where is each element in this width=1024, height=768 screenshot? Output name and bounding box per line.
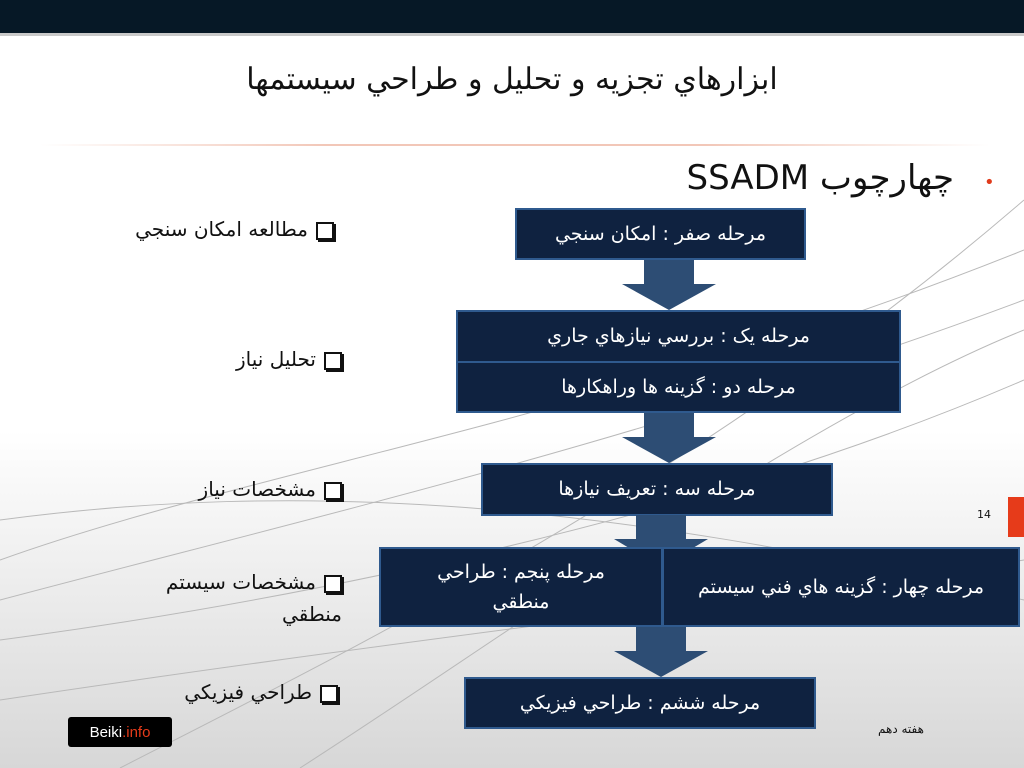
checkbox-icon (316, 221, 334, 240)
checklist-item: مشخصات نياز (82, 473, 342, 505)
site-logo: Beiki.info (68, 717, 172, 747)
stage-2-label: مرحله دو : گزينه ها وراهكارها (561, 375, 796, 398)
arrow-down-icon (614, 515, 708, 567)
stage-0-box: مرحله صفر : امكان سنجي (515, 208, 806, 260)
stage-1-label: مرحله یک : بررسي نيازهاي جاري (547, 325, 810, 348)
stage-6-label: مرحله ششم : طراحي فيزيكي (519, 691, 761, 714)
stage-1-box: مرحله یک : بررسي نيازهاي جاري (456, 310, 901, 363)
checkbox-icon (324, 481, 342, 500)
page-number: 14 (977, 508, 991, 521)
accent-tab (1008, 497, 1024, 537)
arrow-down-icon (622, 413, 716, 463)
arrow-down-icon (614, 627, 708, 677)
bullet-icon: • (984, 172, 995, 193)
stage-3-box: مرحله سه : تعریف نيازها (481, 463, 833, 516)
stage-0-label: مرحله صفر : امكان سنجي (554, 222, 767, 245)
checkbox-icon (320, 684, 338, 703)
top-banner (0, 0, 1024, 33)
top-banner-rule (0, 33, 1024, 36)
title-divider (40, 144, 990, 146)
stage-3-label: مرحله سه : تعریف نيازها (558, 478, 756, 501)
checkbox-icon (324, 574, 342, 593)
section-heading: چهارچوب SSADM (686, 158, 954, 198)
slide-title: ابزارهاي تجزيه و تحليل و طراحي سيستمها (246, 62, 778, 97)
footer-label: هفته دهم (878, 722, 924, 736)
stage-6-box: مرحله ششم : طراحي فيزيكي (464, 677, 816, 729)
stage-5-label: مرحله پنجم : طراحي منطقي (437, 560, 605, 613)
arrow-down-icon (622, 260, 716, 310)
checklist-item: مشخصات سيستم منطقي (165, 570, 342, 626)
checklist-item: مطالعه امكان سنجي (74, 213, 334, 245)
checklist-item: تحليل نياز (82, 343, 342, 375)
stage-4-label: مرحله چهار : گزينه هاي فني سيستم (697, 575, 985, 598)
stage-5-box: مرحله پنجم : طراحي منطقي (379, 547, 663, 627)
stage-4-box: مرحله چهار : گزينه هاي فني سيستم (662, 547, 1020, 627)
checklist-item: طراحي فيزيكي (78, 676, 338, 708)
checkbox-icon (324, 351, 342, 370)
stage-2-box: مرحله دو : گزينه ها وراهكارها (456, 361, 901, 413)
